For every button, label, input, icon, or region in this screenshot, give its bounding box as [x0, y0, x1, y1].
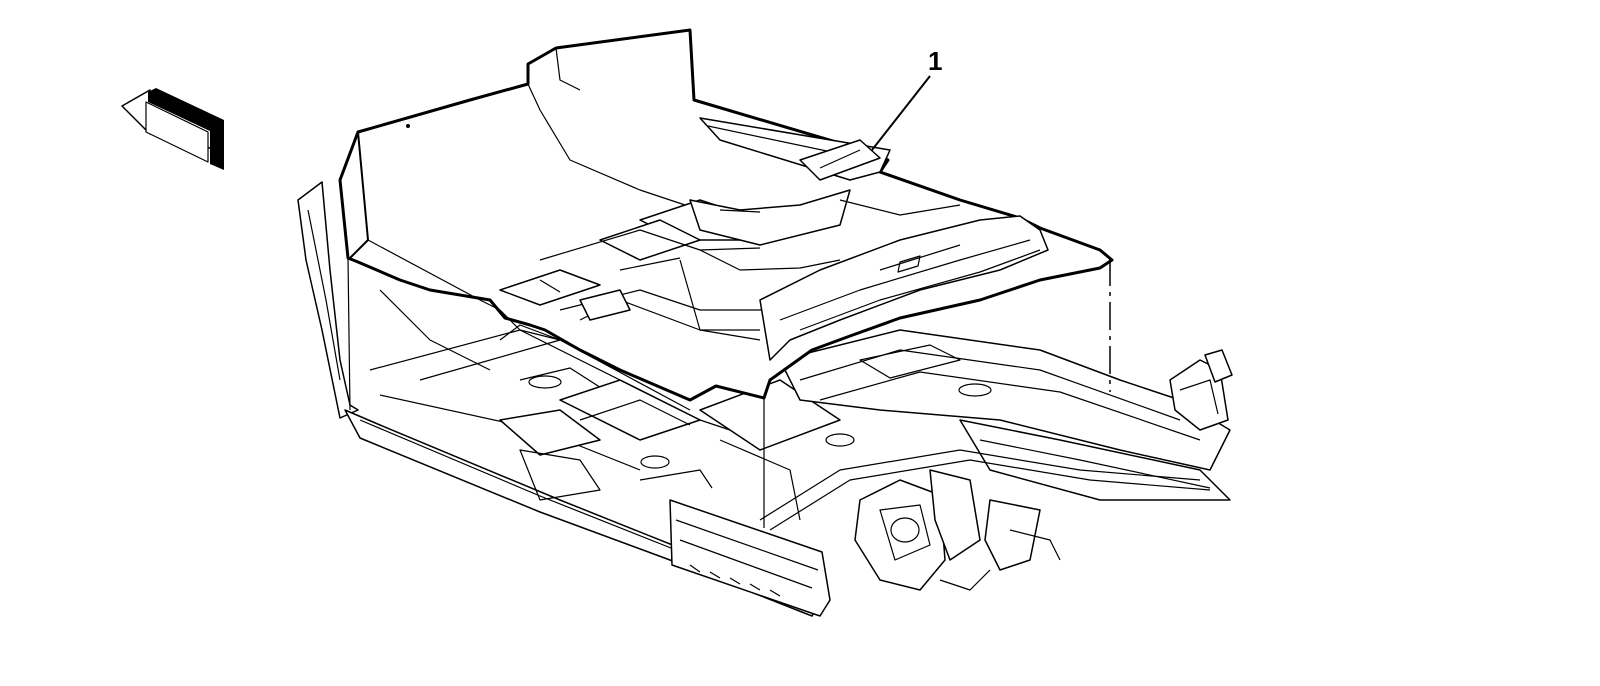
callout-label: 1 [928, 46, 942, 76]
front-direction-arrow-icon [121, 88, 224, 170]
callout-1: 1 [871, 46, 942, 151]
floor-carpet [338, 28, 1114, 402]
alignment-guide-lines [347, 257, 1111, 528]
vehicle-floor-pan [297, 181, 1233, 617]
callout-leader-line [871, 75, 931, 151]
